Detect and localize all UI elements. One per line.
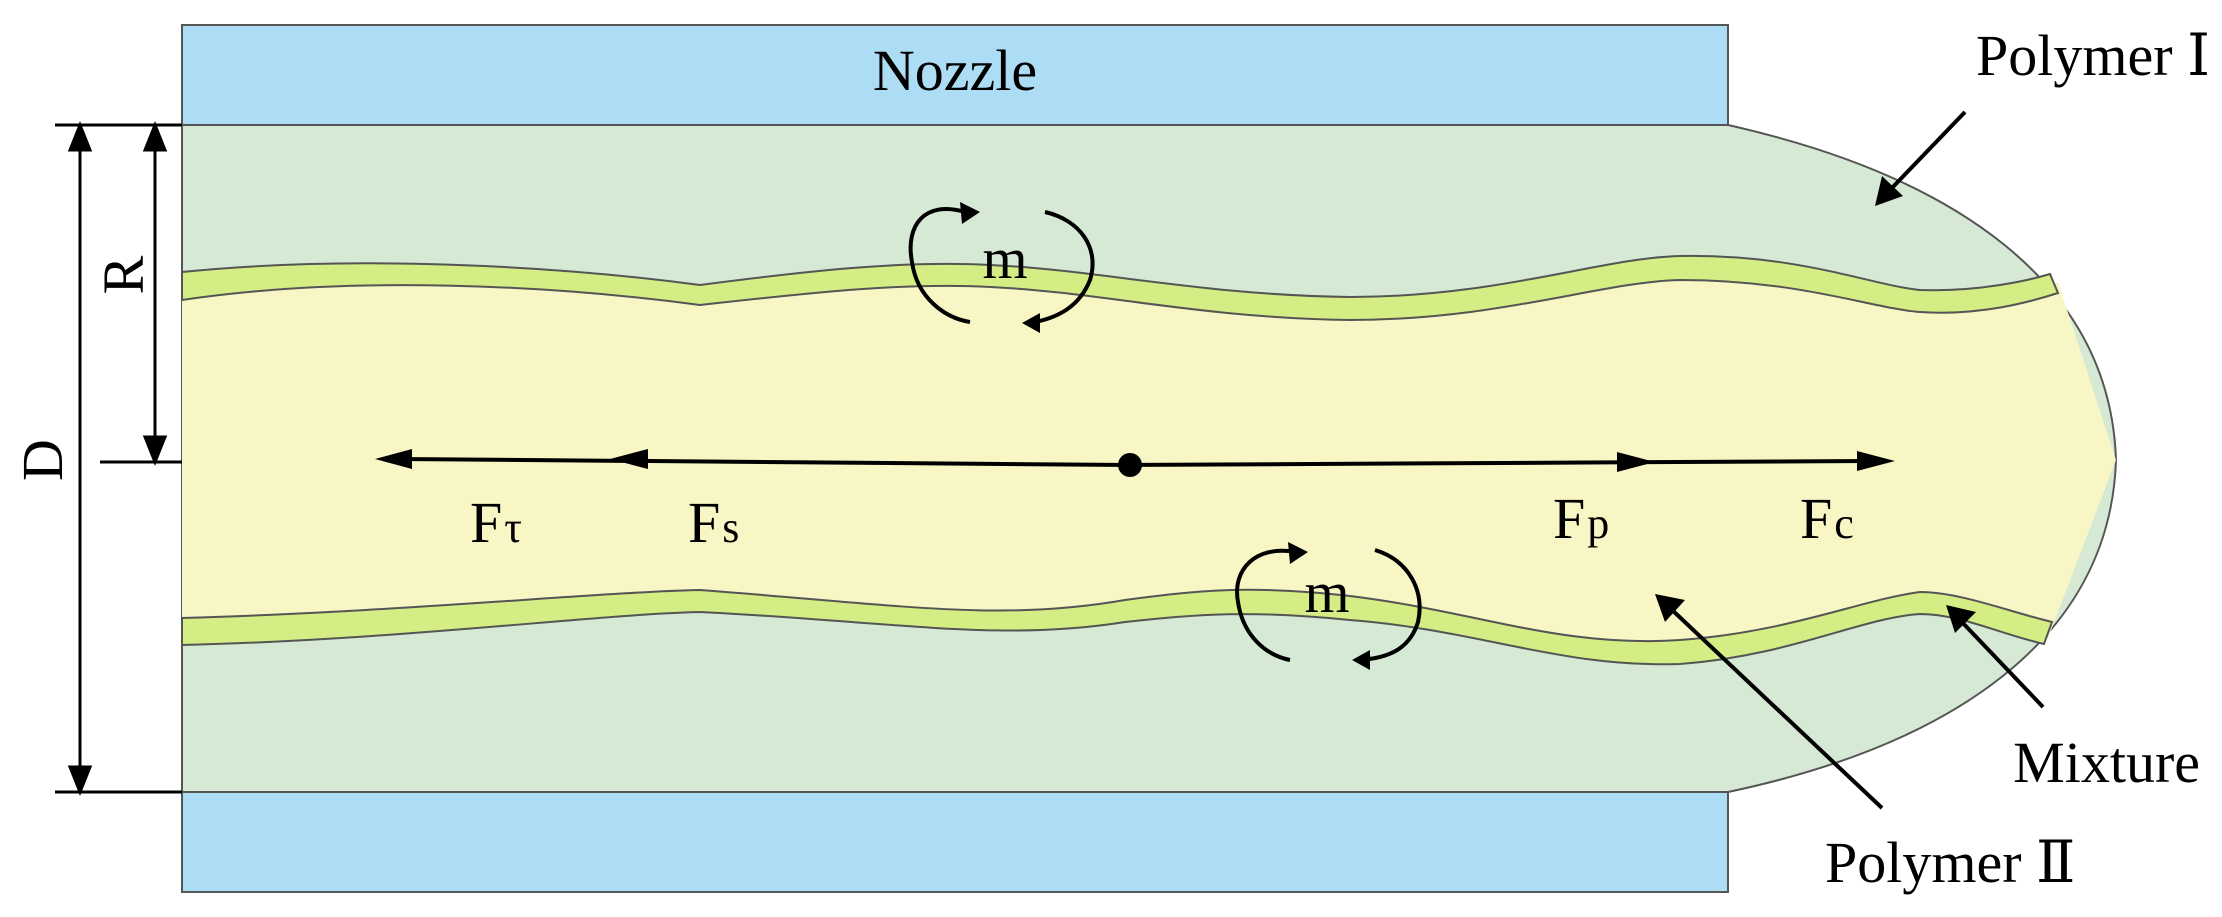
moment-label-upper: m <box>982 226 1027 291</box>
callout-arrows <box>1655 110 2045 810</box>
moment-label-lower: m <box>1304 560 1349 625</box>
force-label-tau: Fτ <box>470 490 522 555</box>
nozzle-label: Nozzle <box>873 38 1037 103</box>
force-label-s: Fs <box>688 490 739 555</box>
dimension-R-label: R <box>91 255 156 294</box>
mixture-label: Mixture <box>2013 730 2200 795</box>
nozzle-wall-top <box>181 24 1729 126</box>
dimension-D <box>55 120 182 797</box>
force-origin-dot <box>1118 453 1142 477</box>
moment-icon-upper <box>908 202 1095 333</box>
mixture-band-lower <box>181 588 2054 666</box>
dimension-D-label: D <box>10 439 75 481</box>
force-arrows <box>375 449 1895 477</box>
nozzle-wall-bottom <box>181 791 1729 893</box>
moment-icon-lower <box>1235 542 1422 670</box>
polymer1-label: Polymer Ⅰ <box>1976 23 2210 88</box>
force-label-c: Fc <box>1800 486 1854 551</box>
polymer2-label: Polymer Ⅱ <box>1825 830 2075 895</box>
dimension-R <box>100 120 182 467</box>
polymer2-core-region <box>182 274 2116 649</box>
force-label-p: Fp <box>1553 486 1609 551</box>
